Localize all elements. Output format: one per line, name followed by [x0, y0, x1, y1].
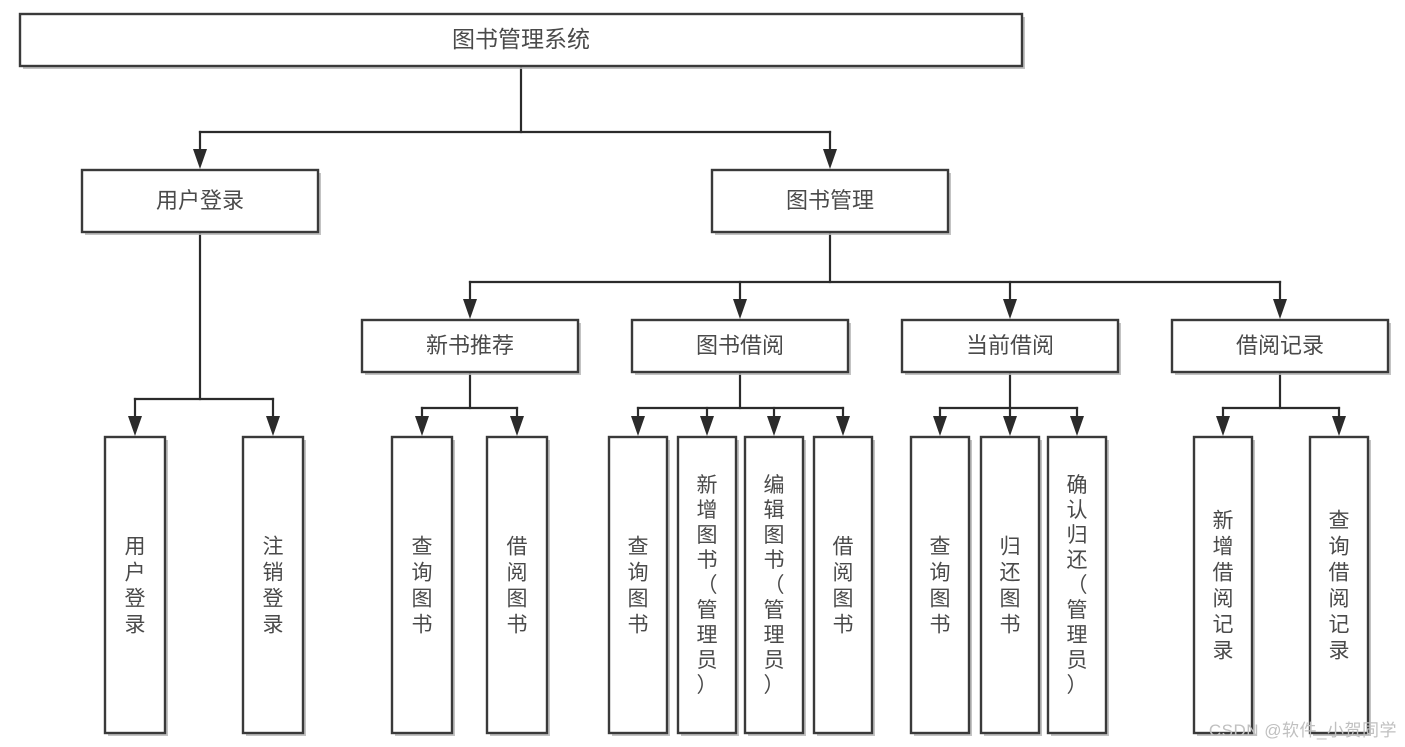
- node-book-manage[interactable]: 图书管理: [710, 168, 951, 235]
- node-leaf-query-book-current[interactable]: 查询图书: [909, 435, 972, 736]
- node-box[interactable]: [390, 435, 454, 735]
- node-label: 查询借阅记录: [1329, 509, 1350, 662]
- arrow-head: [933, 416, 947, 436]
- node-label: 借阅记录: [1236, 333, 1324, 358]
- node-label: 当前借阅: [966, 333, 1054, 358]
- arrow-head: [415, 416, 429, 436]
- node-leaf-borrow-book[interactable]: 借阅图书: [812, 435, 875, 736]
- node-label: 新增借阅记录: [1213, 509, 1234, 662]
- arrow-head: [836, 416, 850, 436]
- connector-group-borrow-record: [1216, 370, 1346, 436]
- node-box[interactable]: [103, 435, 167, 735]
- node-label: 查询图书: [930, 535, 951, 636]
- node-new-book-recommend[interactable]: 新书推荐: [360, 318, 581, 375]
- node-label: 归还图书: [1000, 535, 1021, 636]
- arrow-head: [631, 416, 645, 436]
- node-book-borrow[interactable]: 图书借阅: [630, 318, 851, 375]
- arrow-head: [128, 416, 142, 436]
- connector-group-root: [193, 64, 837, 169]
- node-label: 图书管理系统: [452, 26, 590, 52]
- nodes-layer: 图书管理系统用户登录图书管理新书推荐图书借阅当前借阅借阅记录用户登录注销登录查询…: [18, 12, 1391, 736]
- node-leaf-add-borrow-record[interactable]: 新增借阅记录: [1192, 435, 1255, 736]
- arrow-head: [463, 299, 477, 319]
- node-box[interactable]: [630, 318, 850, 374]
- connector-group-user-login: [128, 230, 280, 436]
- node-user-login[interactable]: 用户登录: [80, 168, 321, 235]
- connector-group-book-manage: [463, 230, 1287, 319]
- node-box[interactable]: [360, 318, 580, 374]
- arrow-head: [266, 416, 280, 436]
- node-box[interactable]: [1170, 318, 1390, 374]
- node-leaf-borrow-book-recommend[interactable]: 借阅图书: [485, 435, 550, 736]
- node-leaf-query-book-recommend[interactable]: 查询图书: [390, 435, 455, 736]
- arrow-head: [733, 299, 747, 319]
- node-label: 确认归还（管理员）: [1067, 474, 1088, 697]
- connectors-layer: [128, 64, 1346, 436]
- node-box[interactable]: [241, 435, 305, 735]
- arrow-head: [1216, 416, 1230, 436]
- node-box[interactable]: [979, 435, 1041, 735]
- node-leaf-return-book[interactable]: 归还图书: [979, 435, 1042, 736]
- node-label: 用户登录: [125, 535, 146, 636]
- node-box[interactable]: [900, 318, 1120, 374]
- node-box[interactable]: [710, 168, 950, 234]
- node-leaf-query-borrow-record[interactable]: 查询借阅记录: [1308, 435, 1371, 736]
- node-leaf-user-login[interactable]: 用户登录: [103, 435, 168, 736]
- node-label: 查询图书: [628, 535, 649, 636]
- node-box[interactable]: [18, 12, 1024, 68]
- arrow-head: [1332, 416, 1346, 436]
- node-box[interactable]: [80, 168, 320, 234]
- node-label: 图书借阅: [696, 333, 784, 358]
- node-leaf-logout[interactable]: 注销登录: [241, 435, 306, 736]
- node-label: 新书推荐: [426, 333, 514, 358]
- node-box[interactable]: [743, 435, 805, 735]
- connector-group-book-borrow: [631, 370, 850, 436]
- node-box[interactable]: [485, 435, 549, 735]
- node-label: 借阅图书: [507, 535, 528, 636]
- node-label: 图书管理: [786, 188, 874, 213]
- node-leaf-edit-book-admin[interactable]: 编辑图书（管理员）: [743, 435, 806, 736]
- node-box[interactable]: [607, 435, 669, 735]
- node-label: 借阅图书: [833, 535, 854, 636]
- arrow-head: [700, 416, 714, 436]
- node-box[interactable]: [1192, 435, 1254, 735]
- node-borrow-record[interactable]: 借阅记录: [1170, 318, 1391, 375]
- node-box[interactable]: [1046, 435, 1108, 735]
- node-leaf-add-book-admin[interactable]: 新增图书（管理员）: [676, 435, 739, 736]
- node-leaf-confirm-return-admin[interactable]: 确认归还（管理员）: [1046, 435, 1109, 736]
- node-box[interactable]: [676, 435, 738, 735]
- node-label: 用户登录: [156, 188, 244, 213]
- node-box[interactable]: [812, 435, 874, 735]
- arrow-head: [1273, 299, 1287, 319]
- node-box[interactable]: [909, 435, 971, 735]
- node-label: 查询图书: [412, 535, 433, 636]
- arrow-head: [767, 416, 781, 436]
- node-label: 注销登录: [263, 535, 284, 636]
- arrow-head: [510, 416, 524, 436]
- node-root[interactable]: 图书管理系统: [18, 12, 1025, 69]
- node-box[interactable]: [1308, 435, 1370, 735]
- node-label: 编辑图书（管理员）: [764, 474, 785, 697]
- connector-group-new-book-recommend: [415, 370, 524, 436]
- arrow-head: [1003, 299, 1017, 319]
- node-current-borrow[interactable]: 当前借阅: [900, 318, 1121, 375]
- arrow-head: [1070, 416, 1084, 436]
- connector-group-current-borrow: [933, 370, 1084, 436]
- node-leaf-query-book-borrow[interactable]: 查询图书: [607, 435, 670, 736]
- arrow-head: [1003, 416, 1017, 436]
- arrow-head: [823, 149, 837, 169]
- node-label: 新增图书（管理员）: [697, 474, 718, 697]
- arrow-head: [193, 149, 207, 169]
